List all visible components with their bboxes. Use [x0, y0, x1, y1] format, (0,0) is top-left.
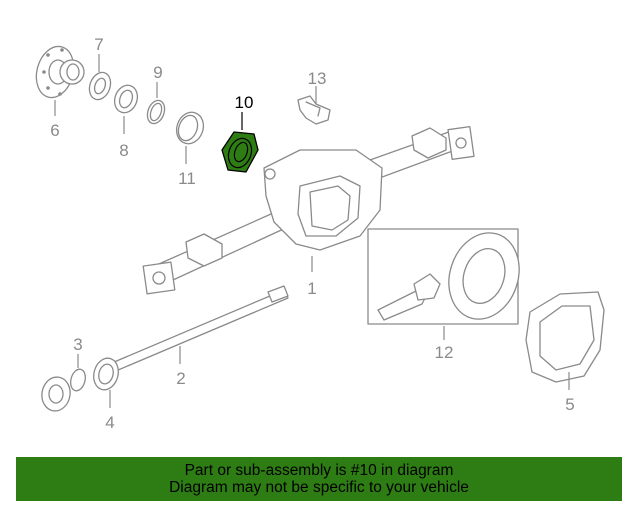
info-banner: Part or sub-assembly is #10 in diagram D… — [16, 457, 622, 501]
callout-numbers: 1 2 3 4 5 6 7 8 9 10 11 12 13 — [50, 35, 574, 432]
part-8-bearing[interactable] — [111, 82, 141, 116]
part-5-differential-cover[interactable] — [525, 291, 605, 383]
callout-10: 10 — [235, 93, 254, 112]
callout-8: 8 — [119, 141, 128, 160]
callout-9: 9 — [153, 63, 162, 82]
part-1-axle-housing[interactable] — [142, 125, 475, 295]
callout-5: 5 — [565, 395, 574, 414]
part-2-axle-shaft[interactable] — [99, 285, 289, 377]
part-12-ring-and-pinion-box[interactable] — [367, 224, 530, 329]
callout-13: 13 — [308, 69, 327, 88]
banner-line-2: Diagram may not be specific to your vehi… — [169, 479, 469, 496]
callout-7: 7 — [94, 35, 103, 54]
part-6-axle-flange[interactable] — [31, 42, 85, 102]
callout-11: 11 — [178, 169, 196, 188]
callout-4: 4 — [105, 413, 114, 432]
callout-3: 3 — [73, 335, 82, 354]
banner-line-1: Part or sub-assembly is #10 in diagram — [184, 462, 454, 479]
part-9-ring[interactable] — [144, 98, 167, 126]
callout-6: 6 — [50, 121, 59, 140]
callout-1: 1 — [307, 279, 316, 298]
part-13-bracket[interactable] — [297, 95, 331, 125]
part-10-highlighted-seal[interactable] — [221, 131, 259, 173]
axle-shaft-flange — [41, 376, 71, 412]
part-7-seal[interactable] — [86, 69, 114, 102]
part-3-retainer-ring[interactable] — [68, 368, 87, 393]
callout-12: 12 — [435, 343, 454, 362]
part-4-seal[interactable] — [90, 355, 121, 392]
callout-2: 2 — [176, 369, 185, 388]
leader-lines — [54, 54, 570, 408]
part-11-bearing-race[interactable] — [172, 109, 207, 148]
